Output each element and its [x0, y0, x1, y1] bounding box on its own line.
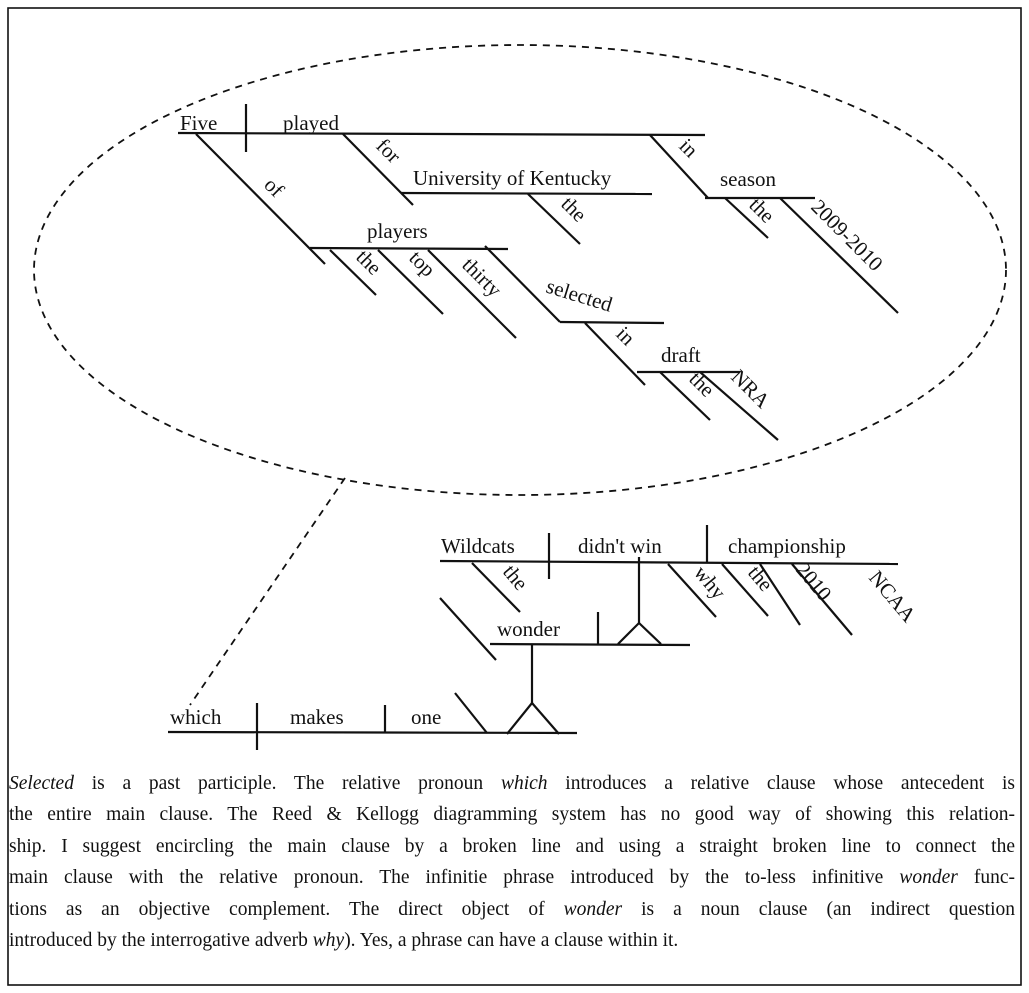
modifier-line: [377, 249, 444, 315]
main-clause-enclosure: [33, 44, 1007, 496]
subject-word: Wildcats: [441, 534, 515, 558]
page-frame: [7, 7, 1022, 986]
participle-word: selected: [544, 274, 616, 317]
subject-word: which: [170, 705, 222, 729]
modifier-line: [329, 249, 377, 296]
in-diagonal: [584, 322, 646, 386]
of-object-line: [309, 246, 509, 251]
modifier-line: [721, 563, 769, 617]
main-baseline: [177, 131, 706, 137]
text-run: introduces a relative clause whose antec…: [547, 773, 1016, 794]
italic-term: Selected: [9, 773, 74, 794]
infinitive-phrase: wonder: [439, 597, 691, 735]
object-word: University of Kentucky: [413, 166, 612, 190]
subject-word: Five: [180, 111, 217, 135]
modifier-line: [527, 193, 581, 245]
text-run: tions as an objective complement. The di…: [9, 898, 564, 920]
modifier-line: [667, 563, 717, 618]
relative-clause: which makes one: [167, 692, 578, 750]
modifier-word: the: [556, 192, 591, 227]
modifier-word: 2010: [791, 558, 836, 606]
verb-word: didn't win: [578, 534, 662, 558]
italic-term: why: [312, 930, 345, 952]
text-run: is a past participle. The relative prono…: [73, 773, 501, 794]
modifier-line: [659, 371, 711, 421]
modifier-line: [471, 562, 521, 613]
participle-line: [559, 320, 665, 325]
of-diagonal: [195, 133, 326, 265]
text-run: ). Yes, a phrase can have a clause withi…: [344, 930, 679, 952]
complement-divider: [454, 692, 488, 734]
text-run: is a noun clause (an indirect question: [622, 898, 1015, 920]
italic-term: wonder: [563, 898, 623, 920]
infinitive-baseline: [489, 642, 691, 647]
pedestal-base: [617, 621, 662, 645]
object-word: season: [720, 167, 776, 191]
caption-line: ship. I suggest encircling the main clau…: [9, 835, 1015, 857]
prep-word: for: [371, 134, 405, 168]
text-run: introduced by the interrogative adverb: [9, 930, 313, 952]
modifier-line: [427, 249, 517, 339]
verb-word: played: [283, 111, 339, 135]
in-diagonal: [649, 134, 709, 199]
participle-diagonal: [484, 245, 561, 323]
modifier-word: the: [498, 560, 533, 595]
modifier-line: [791, 563, 853, 636]
verb-word: makes: [290, 705, 344, 729]
antecedent-connector: [189, 477, 346, 706]
prep-word: in: [674, 134, 703, 163]
explanation-text: Selected is a past participle. The relat…: [9, 768, 1015, 956]
modifier-word: NCAA: [864, 566, 921, 628]
object-word: players: [367, 219, 428, 243]
object-word: draft: [661, 343, 701, 367]
noun-clause-baseline: [439, 559, 899, 566]
prep-word: of: [259, 173, 288, 202]
modifier-line: [779, 197, 899, 314]
caption-line: main clause with the relative pronoun. T…: [9, 862, 1015, 893]
prep-word: in: [611, 322, 640, 351]
caption-line: introduced by the interrogative adverb w…: [9, 925, 1015, 956]
italic-term: wonder: [899, 867, 958, 889]
modifier-line: [759, 563, 801, 626]
object-word: championship: [728, 534, 846, 558]
main-clause: Five played for University of Kentucky t…: [177, 104, 899, 441]
relative-baseline: [167, 730, 578, 735]
text-run: main clause with the relative pronoun. T…: [9, 867, 900, 889]
object-word: one: [411, 705, 441, 729]
to-less-marker-line: [439, 597, 497, 661]
pedestal-base: [506, 701, 560, 735]
infinitive-word: wonder: [497, 617, 560, 641]
modifier-line: [699, 371, 779, 441]
modifier-line: [724, 197, 769, 239]
text-run: func-: [957, 867, 1015, 889]
caption-line: tions as an objective complement. The di…: [9, 894, 1015, 925]
for-object-line: [400, 191, 653, 196]
modifier-word: top: [404, 246, 440, 282]
caption-line: the entire main clause. The Reed & Kello…: [9, 804, 1015, 826]
caption-line: Selected is a past participle. The relat…: [9, 768, 1015, 799]
italic-term: which: [500, 773, 548, 794]
modifier-word: the: [351, 245, 386, 280]
